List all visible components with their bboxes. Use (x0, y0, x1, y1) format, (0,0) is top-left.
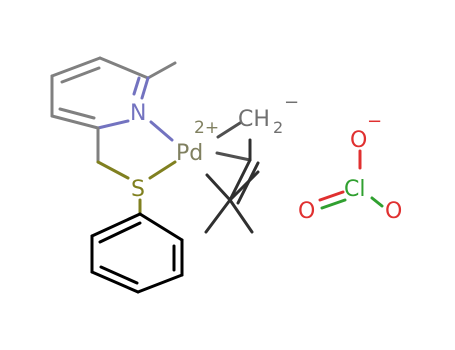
methylene-subscript: 2 (273, 118, 283, 137)
bond-c2-n-double (132, 76, 141, 96)
pyridine-n-bonds (96, 76, 174, 142)
nitrogen-label: N (130, 101, 146, 126)
bond-s-pd (148, 160, 177, 180)
chlorine-label: Cl (344, 177, 365, 202)
bond-cl-o-left (320, 198, 347, 210)
bond-alk-5 (205, 173, 232, 202)
perchlorate-bonds (318, 149, 384, 210)
perchlorate-oxygen-left: O (298, 199, 315, 224)
bond-n-c4 (96, 119, 130, 130)
bond-ring-c1-c2 (98, 56, 150, 80)
pyridine-ring (50, 56, 177, 130)
perchlorate-oxygen-right: O (385, 199, 402, 224)
bond-ph-4-inner (99, 265, 139, 285)
bond-ch2-s (96, 160, 130, 180)
methylene-label: CH (238, 107, 270, 132)
isobutenyl-ligand (204, 138, 260, 234)
bond-alk-4 (228, 198, 254, 234)
bond-ph-1 (138, 212, 184, 242)
perchlorate-oxygen-top: O (350, 128, 367, 153)
bond-ph-4 (90, 270, 140, 294)
bond-pd-alkene (215, 151, 252, 162)
bond-c2-n (140, 76, 150, 100)
bond-ring-c1-c6 (50, 56, 102, 78)
bond-alk-6 (228, 170, 260, 202)
bond-cl-o-right (370, 196, 384, 208)
bond-ring-c1-c6-inner (60, 66, 101, 84)
bond-alk-3 (204, 198, 232, 234)
bond-ph-6 (90, 212, 142, 238)
bond-n-pd (149, 120, 174, 142)
palladium-ligands (215, 121, 252, 162)
methylene-charge: − (284, 92, 299, 113)
phenyl-ring (90, 212, 184, 294)
bond-pd-ch2 (216, 121, 242, 139)
sulfur-label: S (131, 177, 145, 202)
palladium-label: Pd (176, 141, 203, 166)
bond-methyl (146, 61, 177, 80)
thioether-linker (96, 126, 177, 216)
bond-ph-6-inner (98, 221, 142, 244)
bond-cl-o-left-2 (318, 190, 345, 202)
bond-ph-3 (136, 273, 184, 294)
perchlorate-oxygen-top-charge: − (367, 111, 382, 132)
bond-alk-2 (228, 158, 252, 202)
palladium-charge: 2+ (194, 118, 219, 138)
bond-ring-c5-c4 (50, 114, 100, 130)
bond-ring-c5-c4-inner (58, 107, 96, 120)
